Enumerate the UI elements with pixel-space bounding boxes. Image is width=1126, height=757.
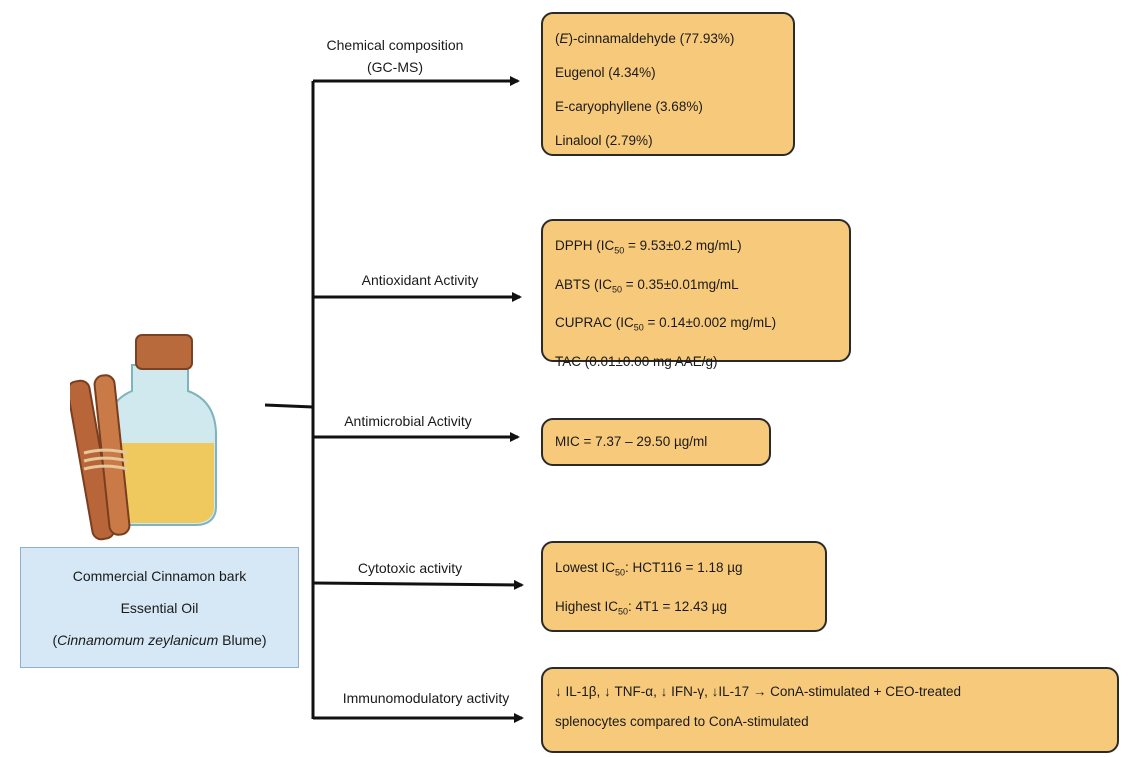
immuno-line-2: splenocytes compared to ConA-stimulated [555,714,809,729]
compound-eugenol: Eugenol (4.34%) [555,65,656,80]
compound-linalool: Linalool (2.79%) [555,133,653,148]
compound-cinnamaldehyde: (E)-cinnamaldehyde (77.93%) [555,31,735,46]
assay-dpph: DPPH (IC50 = 9.53±0.2 mg/mL) [555,238,742,256]
assay-tac: TAC (0.01±0.00 mg AAE/g) [555,354,718,370]
chemical-composition-box: (E)-cinnamaldehyde (77.93%) Eugenol (4.3… [541,12,795,156]
label-antimicrobial: Antimicrobial Activity [344,413,472,429]
label-chemical-line1: Chemical composition [326,37,464,53]
label-chemical-line2: (GC-MS) [367,59,423,75]
label-chemical: Chemical composition (GC-MS) [305,34,485,78]
assay-cuprac: CUPRAC (IC50 = 0.14±0.002 mg/mL) [555,315,777,334]
cinnamon-oil-bottle-icon [70,334,217,541]
label-cytotoxic: Cytotoxic activity [357,560,463,576]
cytotoxic-highest: Highest IC50: 4T1 = 12.43 µg [555,598,728,617]
source-species-line: (Cinnamomum zeylanicum Blume) [52,631,267,648]
immunomodulatory-box: ↓ IL-1β, ↓ TNF-α, ↓ IFN-γ, ↓IL-17 → ConA… [541,667,1119,753]
label-antioxidant: Antioxidant Activity [361,272,479,288]
immuno-line-1: ↓ IL-1β, ↓ TNF-α, ↓ IFN-γ, ↓IL-17 → ConA… [555,684,962,699]
assay-abts: ABTS (IC50 = 0.35±0.01mg/mL [555,276,739,295]
species-name: Cinnamomum zeylanicum [57,631,219,648]
antimicrobial-box: MIC = 7.37 – 29.50 µg/ml [541,418,771,466]
cytotoxic-box: Lowest IC50: HCT116 = 1.18 µg Highest IC… [541,541,827,632]
source-box: Commercial Cinnamon bark Essential Oil (… [20,547,299,668]
source-line-2: Essential Oil [120,599,199,616]
source-connector [264,403,314,409]
label-immunomodulatory: Immunomodulatory activity [342,690,510,706]
antioxidant-box: DPPH (IC50 = 9.53±0.2 mg/mL) ABTS (IC50 … [541,219,851,369]
source-line-1: Commercial Cinnamon bark [72,567,247,584]
arrow-cytotoxic [312,579,524,590]
cytotoxic-lowest: Lowest IC50: HCT116 = 1.18 µg [555,560,743,578]
compound-caryophyllene: E-caryophyllene (3.68%) [555,99,703,114]
mic-value: MIC = 7.37 – 29.50 µg/ml [555,434,708,449]
species-authority: Blume [222,631,262,648]
